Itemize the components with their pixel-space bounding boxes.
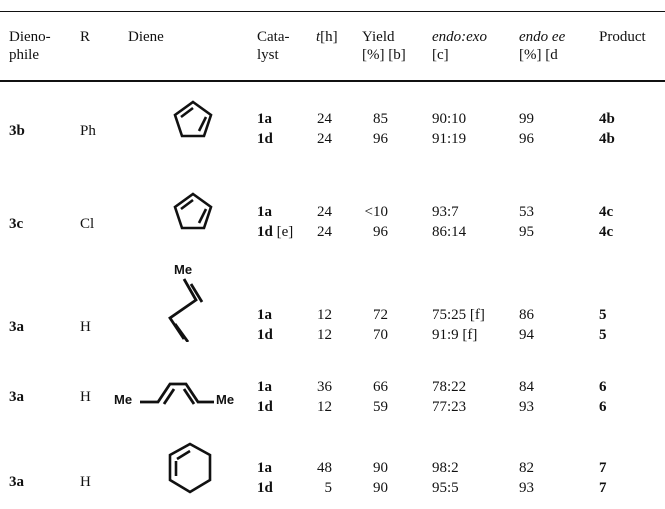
product-cell: 5 (599, 307, 607, 323)
ratio-cell: 98:2 (432, 460, 459, 476)
product-cell: 4c (599, 224, 614, 240)
ee-cell: 84 (519, 379, 534, 395)
product-cell: 4b (599, 131, 615, 147)
time-cell: 36 (317, 379, 332, 395)
time-cell: 24 (317, 111, 332, 127)
dimethyl-hexadiene-icon: Me Me (112, 378, 242, 418)
ratio-cell: 90:10 (432, 111, 467, 127)
header-r: R (80, 29, 91, 45)
catalyst-cell: 1d (257, 480, 273, 496)
ratio-cell: 77:23 (432, 399, 467, 415)
ratio-cell: 95:5 (432, 480, 459, 496)
time-cell: 12 (317, 399, 332, 415)
catalyst-cell: 1d (257, 327, 273, 343)
header-yield: Yield [%] [b] (362, 29, 406, 63)
r-cell: H (80, 319, 91, 335)
yield-cell: 96 (373, 224, 388, 240)
catalyst-cell: 1a (257, 379, 272, 395)
product-cell: 6 (599, 379, 607, 395)
ratio-cell: 91:19 (432, 131, 467, 147)
r-cell: Ph (80, 123, 96, 139)
ee-cell: 82 (519, 460, 534, 476)
dienophile-cell: 3b (9, 123, 25, 139)
ee-cell: 99 (519, 111, 534, 127)
header-diene: Diene (128, 29, 164, 45)
time-cell: 48 (317, 460, 332, 476)
product-cell: 4c (599, 204, 614, 220)
ee-cell: 93 (519, 399, 534, 415)
top-rule (0, 11, 665, 12)
yield-cell: 96 (373, 131, 388, 147)
header-product: Product (599, 29, 646, 45)
cyclopentadiene-icon (173, 100, 213, 138)
dienophile-cell: 3a (9, 319, 24, 335)
catalyst-cell: 1d (257, 131, 273, 147)
ee-cell: 96 (519, 131, 534, 147)
header-catalyst: Cata- lyst (257, 29, 290, 63)
ee-cell: 94 (519, 327, 534, 343)
yield-cell: 59 (373, 399, 388, 415)
time-cell: 5 (324, 480, 333, 496)
time-cell: 24 (317, 204, 332, 220)
ratio-cell: 91:9 [f] (432, 327, 478, 343)
methyl-label: Me (114, 392, 133, 407)
yield-cell: 70 (373, 327, 388, 343)
time-cell: 12 (317, 307, 332, 323)
catalyst-cell: 1a (257, 460, 272, 476)
header-time: t[h] (316, 29, 338, 45)
r-cell: H (80, 474, 91, 490)
header-rule (0, 80, 665, 82)
methyl-label: Me (174, 262, 193, 277)
catalyst-cell: 1a (257, 204, 272, 220)
product-cell: 7 (599, 480, 607, 496)
time-cell: 12 (317, 327, 332, 343)
yield-cell: 72 (373, 307, 388, 323)
header-endo-exo: endo:exo [c] (432, 29, 487, 63)
ratio-cell: 93:7 (432, 204, 459, 220)
ratio-cell: 86:14 (432, 224, 467, 240)
ratio-cell: 75:25 [f] (432, 307, 485, 323)
ee-cell: 86 (519, 307, 534, 323)
dienophile-cell: 3a (9, 474, 24, 490)
header-dienophile: Dieno- phile (9, 29, 51, 63)
ee-cell: 53 (519, 204, 534, 220)
product-cell: 4b (599, 111, 615, 127)
catalyst-cell: 1d [e] (257, 224, 294, 240)
yield-cell: 66 (373, 379, 388, 395)
ee-cell: 95 (519, 224, 534, 240)
r-cell: H (80, 389, 91, 405)
header-endo-ee: endo ee [%] [d (519, 29, 566, 63)
methyl-butadiene-icon: Me (160, 262, 220, 342)
dienophile-cell: 3c (9, 216, 24, 232)
cyclohexadiene-icon (168, 442, 212, 494)
ee-cell: 93 (519, 480, 534, 496)
product-cell: 7 (599, 460, 607, 476)
dienophile-cell: 3a (9, 389, 24, 405)
catalyst-cell: 1a (257, 111, 272, 127)
catalyst-cell: 1d (257, 399, 273, 415)
r-cell: Cl (80, 216, 95, 232)
yield-cell: <10 (364, 204, 388, 220)
yield-cell: 90 (373, 460, 388, 476)
time-cell: 24 (317, 131, 332, 147)
ratio-cell: 78:22 (432, 379, 467, 395)
product-cell: 5 (599, 327, 607, 343)
product-cell: 6 (599, 399, 607, 415)
yield-cell: 85 (373, 111, 388, 127)
catalyst-cell: 1a (257, 307, 272, 323)
time-cell: 24 (317, 224, 332, 240)
yield-cell: 90 (373, 480, 388, 496)
methyl-label: Me (216, 392, 235, 407)
cyclopentadiene-icon (173, 192, 213, 230)
